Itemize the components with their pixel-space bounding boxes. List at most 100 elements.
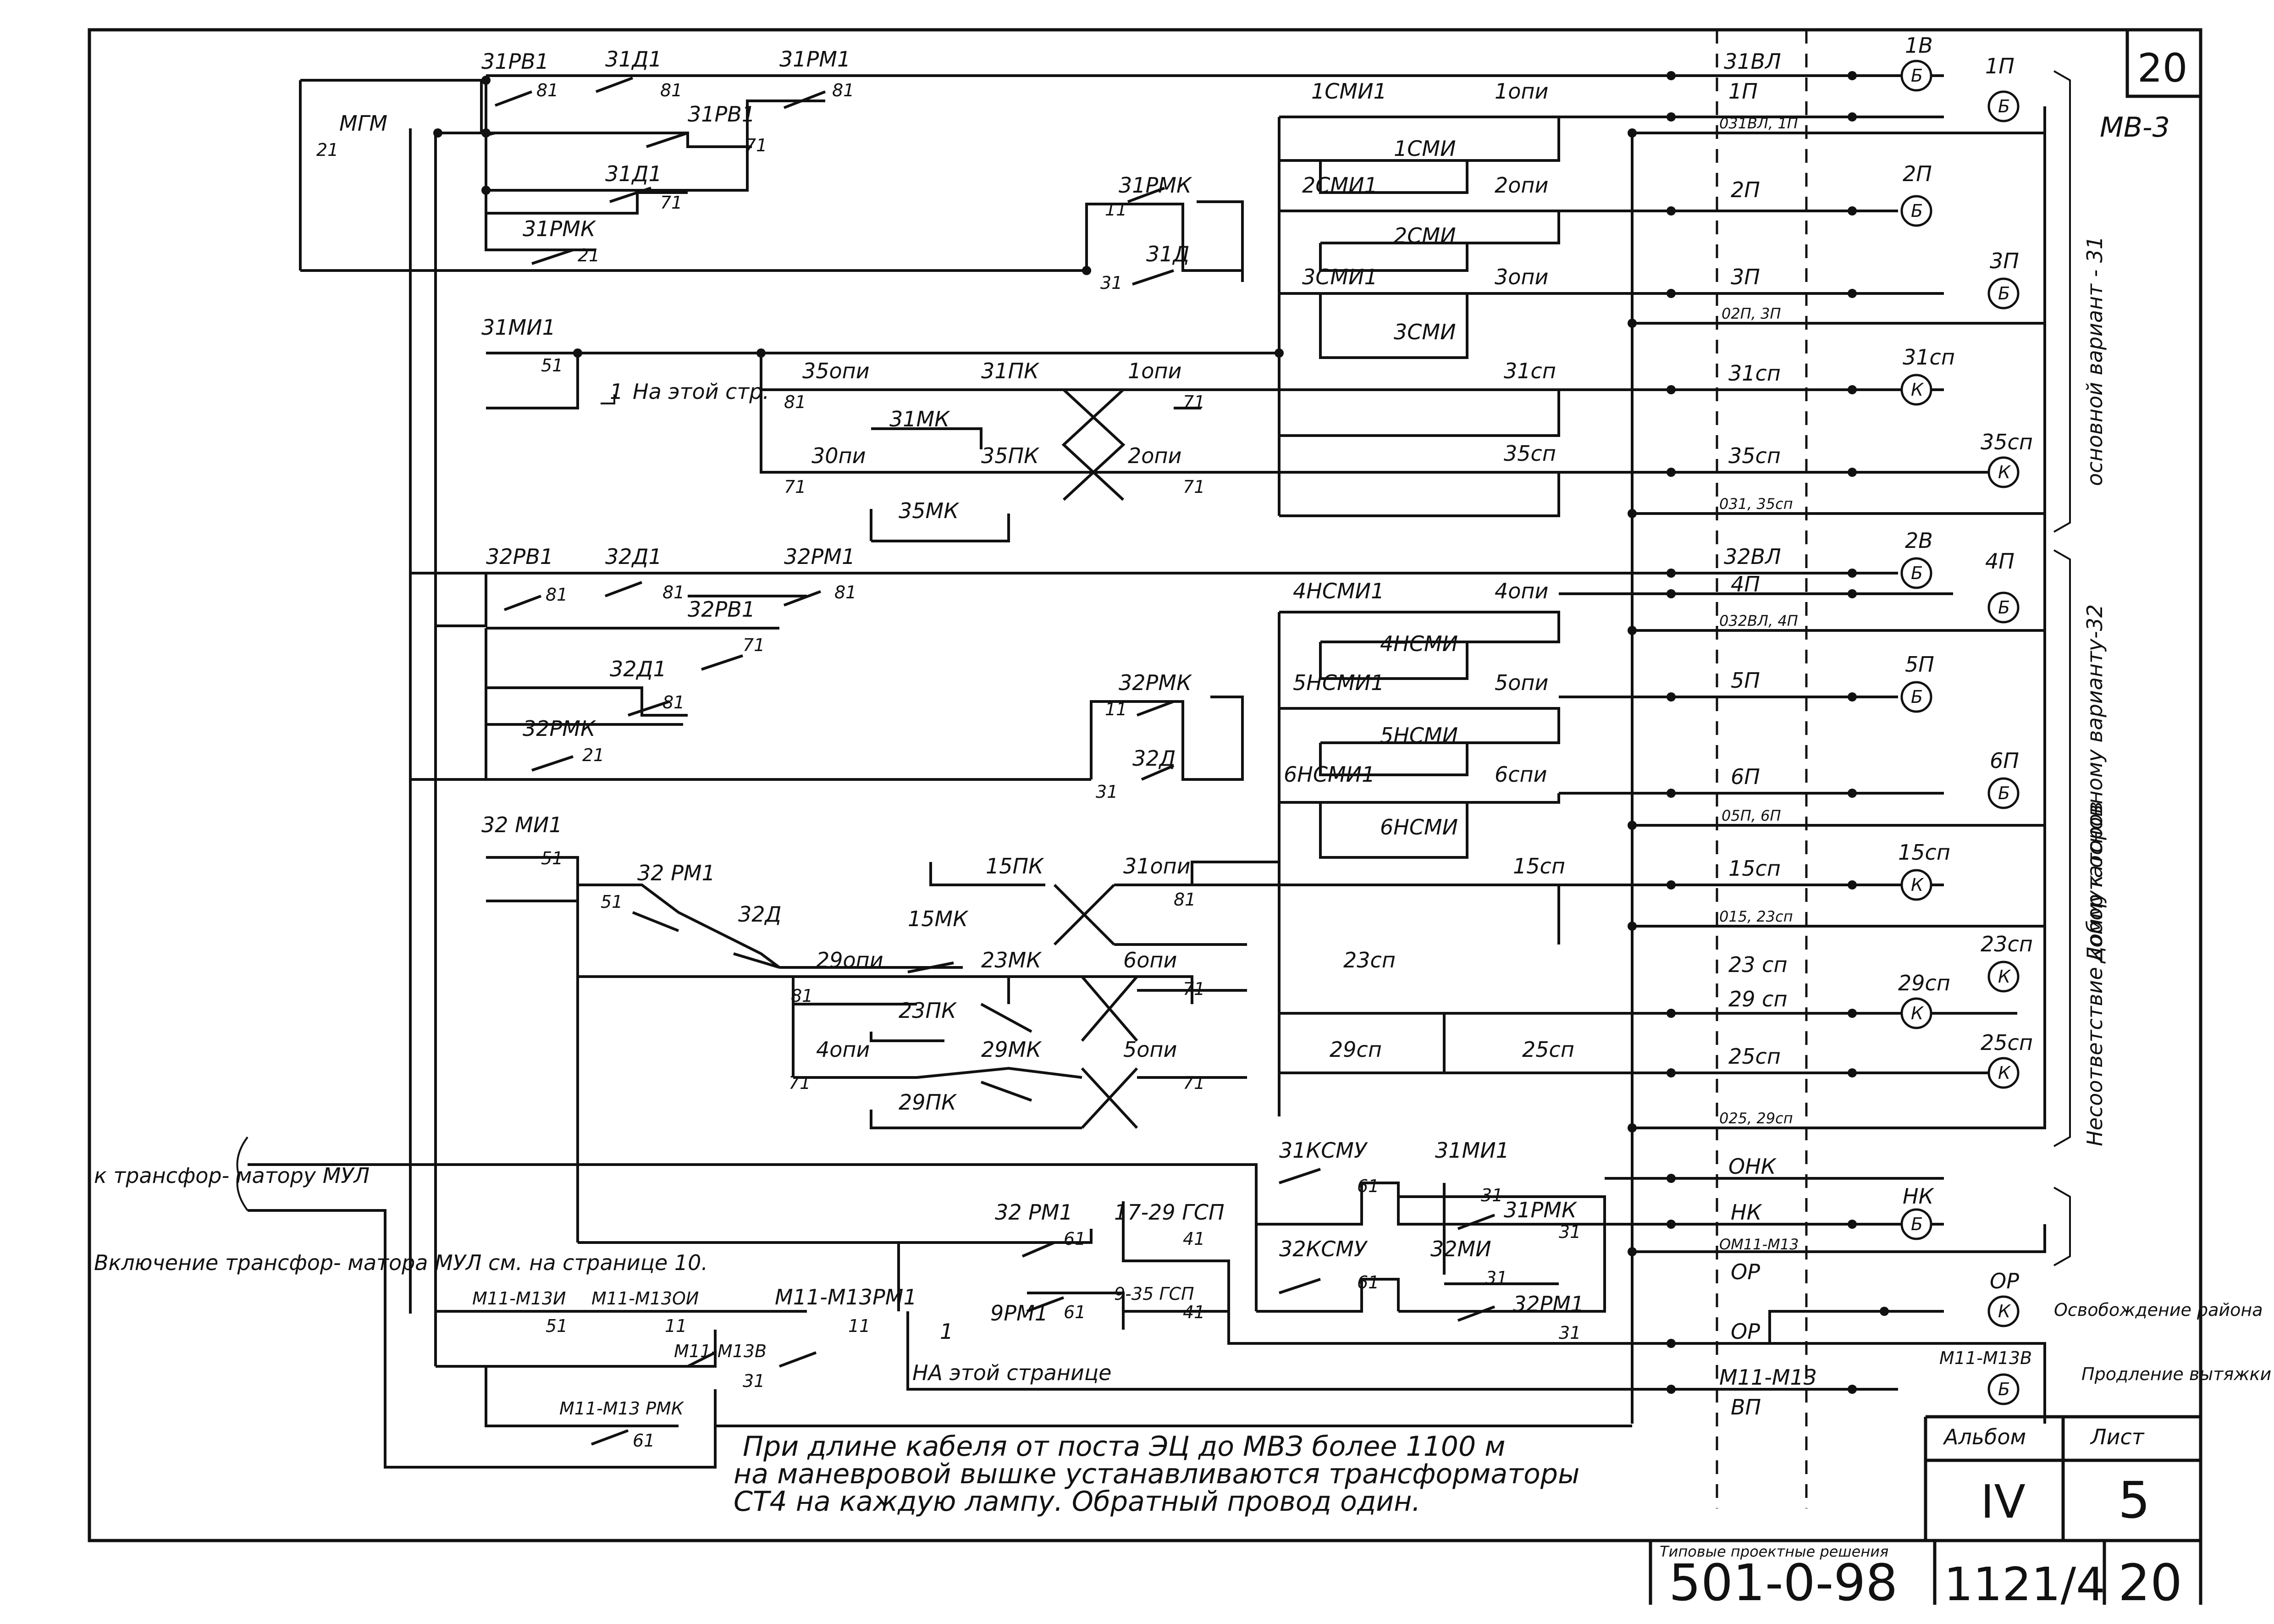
terminal-number: 81 xyxy=(546,585,568,605)
wire-op xyxy=(1122,1201,1944,1345)
contact-label: 15МК xyxy=(908,906,969,931)
contact-label: 32Д xyxy=(1132,746,1176,771)
contact-label: 15сп xyxy=(1513,854,1565,878)
ksmu32-wire xyxy=(1256,1278,1400,1313)
terminal-number: 31 xyxy=(1559,1222,1581,1242)
contact-label: 35опи xyxy=(802,359,870,383)
lamp-label: 1П xyxy=(1985,54,2015,78)
rmk-loop xyxy=(1397,1195,1606,1313)
sheet-code: МВ-3 xyxy=(2100,111,2170,144)
rm32-wire xyxy=(578,1229,1093,1311)
lamp-5p-icon xyxy=(1900,681,1932,713)
lamp-letter: Б xyxy=(1911,201,1923,221)
part-number: 1121/4 xyxy=(1944,1558,2105,1611)
contact-label: 9РМ1 xyxy=(990,1301,1048,1326)
terminal-number: 41 xyxy=(1183,1302,1205,1322)
w32-3 xyxy=(486,686,688,717)
wire-label: 015, 23сп xyxy=(1719,908,1793,925)
terminal-numbers: 81 81 81 71 71 21 11 31 51 81 71 71 71 8… xyxy=(536,80,1581,1451)
contact-label: МГМ xyxy=(339,111,387,136)
cross-15 xyxy=(1053,884,1115,946)
addition-label: Добор к основному варианту-32 xyxy=(2082,604,2107,964)
terminal-number: 11 xyxy=(1105,699,1127,719)
contact-label: 32 РМ1 xyxy=(637,861,715,885)
lamp-2p-icon xyxy=(1900,195,1932,227)
gsp-wire xyxy=(1027,1292,1229,1330)
title-block xyxy=(1924,1415,2201,1541)
wire-032 xyxy=(1632,608,2046,632)
corner-box xyxy=(2125,30,2201,98)
contact-marks xyxy=(486,77,1496,1446)
lamp-letter: К xyxy=(1998,1301,2011,1321)
arrow-2-label: 1 xyxy=(940,1319,953,1344)
page-number: 20 xyxy=(2118,1553,2182,1612)
lamps xyxy=(1900,60,2020,1405)
contact-label: 32РМ1 xyxy=(784,544,855,569)
terminal-number: 61 xyxy=(1357,1176,1379,1196)
terminal-number: 71 xyxy=(1183,979,1205,999)
arrow-1-icon xyxy=(601,394,615,404)
lamp-label: 31сп xyxy=(1903,345,1955,370)
lamp-3p-icon xyxy=(1987,277,2020,309)
main-variant-label: основной вариант - 31 xyxy=(2082,236,2107,486)
terminal-number: 61 xyxy=(633,1431,655,1451)
contact-label: 31Д1 xyxy=(605,47,662,72)
cable-note-3: СТ4 на каждую лампу. Обратный провод оди… xyxy=(734,1486,1421,1518)
wire-label: 3П xyxy=(1731,265,1760,289)
terminal-number: 61 xyxy=(1064,1302,1086,1322)
lamp-letter: К xyxy=(1998,1063,2011,1083)
contact-label: 31Д xyxy=(1146,242,1189,266)
w1 xyxy=(481,79,496,137)
row-40pi xyxy=(793,1066,1082,1079)
ladder-4b xyxy=(1319,642,1468,680)
wire-label: 032ВЛ, 4П xyxy=(1719,612,1798,630)
brace-mismatch xyxy=(2053,1187,2071,1266)
contact-label: 2опи xyxy=(1128,443,1181,468)
lamp-letter: Б xyxy=(1998,96,2010,116)
w32-1 xyxy=(436,573,779,630)
terminal-number: 81 xyxy=(784,392,806,412)
contact-label: 31РВ1 xyxy=(688,102,755,127)
lamp-23sp-icon xyxy=(1987,961,2020,993)
terminal-number: 81 xyxy=(832,80,854,100)
terminal-number: 81 xyxy=(536,80,558,100)
contact-label: 1СМИ xyxy=(1394,136,1456,161)
terminal-number: 11 xyxy=(1105,199,1127,220)
terminal-number: 71 xyxy=(784,477,806,497)
sheet-label: Лист xyxy=(2090,1425,2145,1449)
contact-label: 23сп xyxy=(1343,948,1396,972)
sp35-loop xyxy=(1279,472,1560,517)
contact-label: 4НСМИ xyxy=(1380,631,1458,656)
contact-label: 2опи xyxy=(1495,173,1548,198)
lamp-letter: Б xyxy=(1998,283,2010,304)
lamp-nk-icon xyxy=(1900,1208,1932,1240)
contact-label: 3СМИ xyxy=(1394,320,1456,344)
wire-label: 5П xyxy=(1731,668,1760,693)
terminal-number: 81 xyxy=(834,582,856,602)
contact-label: 5опи xyxy=(1123,1037,1177,1062)
sp15-ret xyxy=(1114,885,1560,946)
contact-label: 5НСМИ xyxy=(1380,723,1458,748)
contact-label: 31РМК xyxy=(1119,173,1192,198)
lamp-label: НК xyxy=(1903,1184,1935,1209)
wire-label: ОМ11-М13 xyxy=(1719,1236,1799,1253)
m11-row-2 xyxy=(906,1311,1632,1391)
cable-note-2: на маневровой вышке устанавливаются тран… xyxy=(734,1458,1579,1490)
contact-label: 2СМИ xyxy=(1394,223,1456,248)
extension-label: Продление вытяжки xyxy=(2081,1364,2271,1384)
contact-label: 1СМИ1 xyxy=(1311,79,1387,104)
sp31-loop xyxy=(1279,390,1560,437)
contact-label: М11-М13ОИ xyxy=(591,1288,699,1309)
contact-label: 2СМИ1 xyxy=(1302,173,1378,198)
contact-number: 21 xyxy=(316,140,338,160)
lamp-letter: К xyxy=(1911,875,1924,895)
lamp-25sp-icon xyxy=(1987,1057,2020,1089)
contact-label: 25сп xyxy=(1522,1037,1574,1062)
contact-label: 32КСМУ xyxy=(1279,1237,1368,1261)
cable-note-1: При длине кабеля от поста ЭЦ до МВЗ боле… xyxy=(743,1431,1505,1463)
cross-29 xyxy=(1081,1067,1138,1129)
wire-label: 23 сп xyxy=(1728,952,1788,977)
terminal-number: 71 xyxy=(1183,477,1205,497)
lamp-label: 15сп xyxy=(1898,840,1950,865)
